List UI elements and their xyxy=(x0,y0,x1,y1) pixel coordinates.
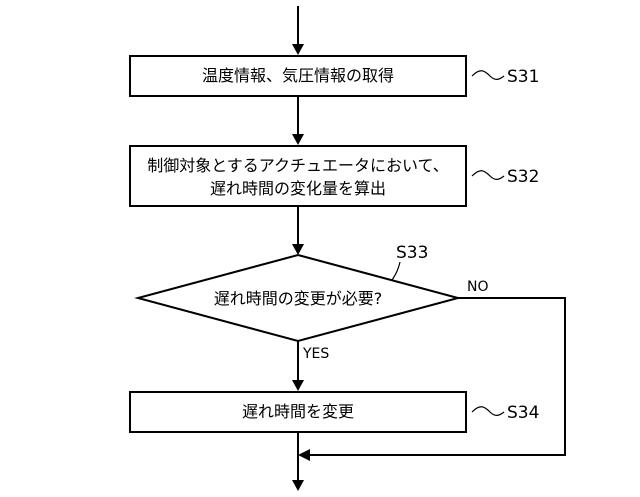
label-connector-s32 xyxy=(471,170,505,180)
process-box-s32 xyxy=(129,145,467,207)
arrow-s33-no-bypass xyxy=(308,297,566,456)
decision-text-s33: 遅れ時間の変更が必要? xyxy=(214,289,383,308)
step-label-s32: S32 xyxy=(507,167,539,187)
step-label-s33: S33 xyxy=(396,243,428,263)
label-connector-s34 xyxy=(471,406,505,416)
step-label-s31: S31 xyxy=(507,67,539,87)
label-connector-s31 xyxy=(471,70,505,80)
process-text-s34: 遅れ時間を変更 xyxy=(242,402,354,421)
entry-arrow xyxy=(292,6,304,55)
arrow-s33-no-head xyxy=(298,449,310,461)
label-connector-s33 xyxy=(391,261,401,281)
arrow-s31-s32 xyxy=(292,96,304,145)
branch-label-no: NO xyxy=(467,279,489,295)
step-label-s34: S34 xyxy=(507,403,539,423)
arrow-s32-s33 xyxy=(292,206,304,255)
process-text-s31: 温度情報、気圧情報の取得 xyxy=(202,66,394,85)
branch-label-yes: YES xyxy=(302,346,329,362)
arrow-s33-yes-s34 xyxy=(292,341,304,391)
exit-arrow xyxy=(292,432,304,491)
process-text-s32-line2: 遅れ時間の変化量を算出 xyxy=(210,179,386,198)
process-text-s32-line1: 制御対象とするアクチュエータにおいて、 xyxy=(147,156,448,175)
